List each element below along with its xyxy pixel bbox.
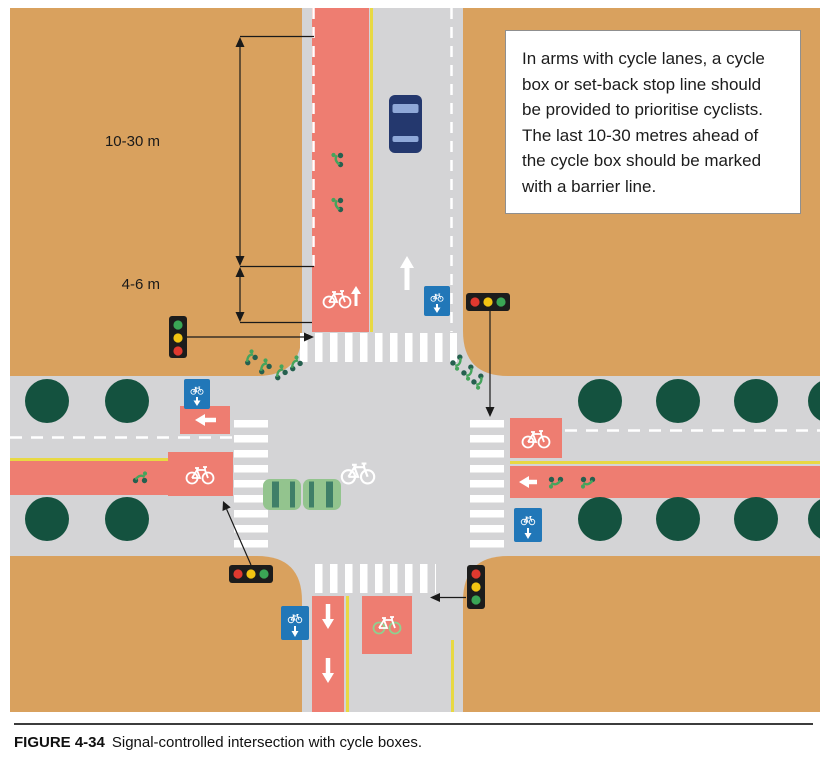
intersection-diagram: 10-30 m 4-6 m In arms with cycle lanes, … [10, 8, 820, 712]
tree-icon [656, 497, 700, 541]
dimension-arrows [235, 37, 245, 322]
cycle-lane-exit-patch [180, 406, 230, 434]
figure-caption-text: Signal-controlled intersection with cycl… [111, 734, 423, 751]
tree-icon [578, 379, 622, 423]
crosswalk-south [315, 564, 436, 593]
traffic-signal-icon [466, 293, 510, 417]
tree-icon [578, 497, 622, 541]
traffic-signal-icon [430, 565, 485, 609]
arm-north [312, 8, 453, 332]
cycle-lane-sign-icon [281, 606, 309, 640]
corner-block-bottom-left [10, 556, 302, 712]
arrow-marking-icon [322, 604, 334, 683]
dimension-label-barrier: 10-30 m [105, 133, 160, 150]
crosswalk-north [300, 333, 457, 362]
car-icon [263, 479, 301, 510]
arm-west [10, 379, 233, 541]
cycle-lane-sign-icon [514, 508, 542, 542]
corner-block-bottom-right [463, 556, 820, 712]
dimension-label-box: 4-6 m [122, 276, 160, 293]
tree-icon [105, 379, 149, 423]
cycle-lane-north [312, 8, 369, 332]
cycle-box-north [322, 286, 361, 309]
cycle-box-east [510, 418, 562, 458]
tree-icon [808, 381, 820, 421]
cycle-box-west [168, 452, 233, 496]
corner-block-top-left [10, 8, 302, 376]
tree-icon [656, 379, 700, 423]
traffic-signal-icon [222, 501, 273, 583]
arrow-marking-icon [400, 256, 414, 290]
tree-icon [808, 499, 820, 539]
tree-icon [734, 379, 778, 423]
tree-icon [734, 497, 778, 541]
crosswalk-west [234, 420, 268, 548]
car-icon [303, 479, 341, 510]
figure-label: FIGURE 4-34 [14, 734, 105, 751]
van-icon [389, 95, 422, 153]
callout-note: In arms with cycle lanes, a cycle box or… [505, 30, 801, 214]
tree-icon [25, 379, 69, 423]
arm-south [312, 596, 454, 712]
dimension-annotation [239, 35, 314, 324]
arrow-marking-icon [519, 476, 537, 488]
cycle-lane-east [510, 466, 820, 498]
figure-caption: FIGURE 4-34 Signal-controlled intersectio… [14, 723, 813, 751]
cycle-lane-sign-icon [184, 379, 210, 409]
cycle-box-south [362, 596, 412, 654]
callout-text: In arms with cycle lanes, a cycle box or… [522, 49, 765, 196]
crosswalk-east [470, 420, 504, 548]
traffic-signal-icon [169, 316, 314, 358]
cycle-lane-sign-icon [424, 286, 450, 316]
arm-east [510, 379, 820, 541]
tree-icon [105, 497, 149, 541]
tree-icon [25, 497, 69, 541]
